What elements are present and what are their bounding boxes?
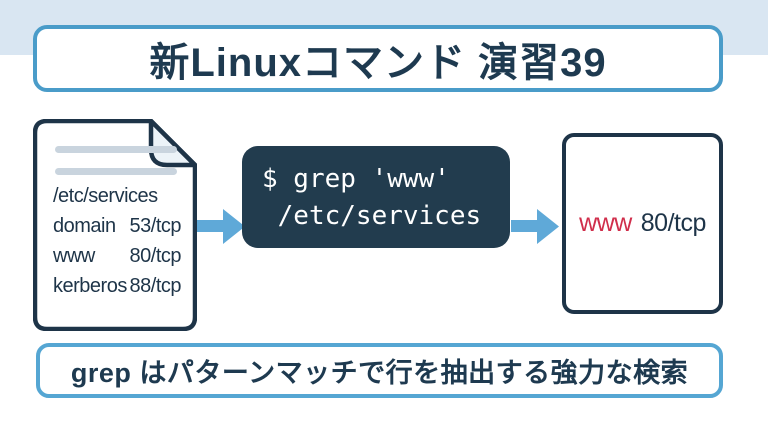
command-line-1: $ grep 'www' [262, 164, 450, 194]
file-path: /etc/services [53, 185, 158, 207]
document-icon [33, 119, 197, 331]
matched-line-rest: 80/tcp [640, 209, 707, 237]
grep-output-box: www 80/tcp [562, 133, 723, 314]
caption-text: grep はパターンマッチで行を抽出する強力な検索 [70, 358, 689, 388]
file-entry-row: domain 53/tcp [53, 211, 182, 241]
service-name: domain [53, 215, 116, 237]
service-port: 53/tcp [129, 215, 182, 237]
arrow-right-icon [511, 209, 559, 244]
file-entry-row: kerberos 88/tcp [53, 271, 182, 301]
terminal-command-box: $ grep 'www' /etc/services [242, 146, 510, 248]
file-entry-row: www 80/tcp [53, 241, 182, 271]
source-file-card: /etc/services domain 53/tcp www 80/tcp k… [33, 119, 197, 331]
command-line-2: /etc/services [262, 201, 482, 231]
service-port: 80/tcp [129, 245, 182, 267]
placeholder-line-2 [55, 168, 177, 175]
placeholder-line-1 [55, 146, 177, 153]
title-box: 新Linuxコマンド 演習39 [33, 25, 723, 92]
page-title: 新Linuxコマンド 演習39 [149, 40, 607, 85]
service-name: kerberos [53, 275, 127, 297]
caption-bar: grep はパターンマッチで行を抽出する強力な検索 [36, 343, 723, 398]
folded-corner-icon [148, 119, 197, 168]
file-contents: /etc/services domain 53/tcp www 80/tcp k… [53, 181, 182, 301]
matched-pattern: www [579, 209, 632, 237]
service-port: 88/tcp [129, 275, 182, 297]
service-name: www [53, 245, 95, 267]
arrow-right-icon [197, 209, 245, 244]
